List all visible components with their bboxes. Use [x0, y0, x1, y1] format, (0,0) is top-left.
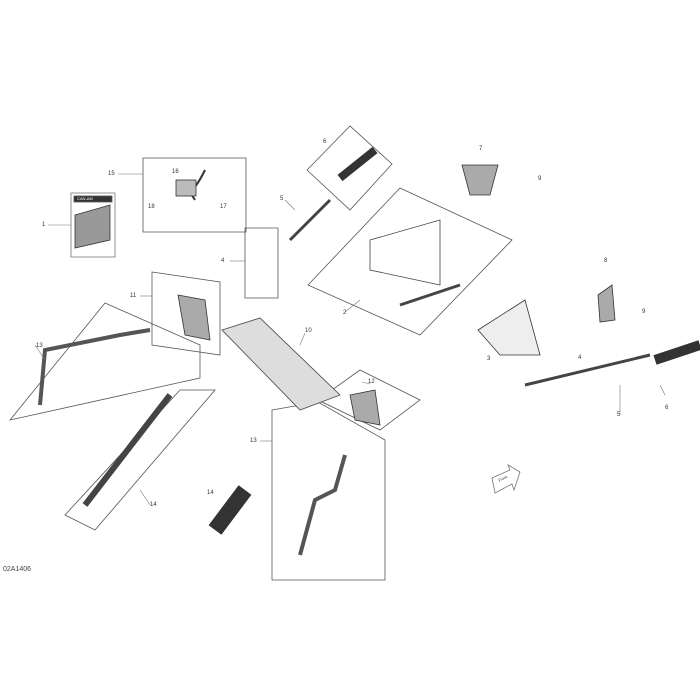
callout-17: 17: [220, 204, 227, 210]
group-frame-14-left: [64, 389, 216, 531]
pedal-3: [477, 299, 541, 356]
front-arrow: [491, 464, 521, 494]
plate: [399, 283, 461, 307]
callout-15: 15: [108, 171, 115, 177]
group-frame-15: [142, 157, 247, 233]
callout-9: 9: [538, 176, 542, 182]
handlebar-tube-10: [221, 317, 341, 411]
rod-5-top: [288, 198, 332, 242]
group-frame-11: [151, 271, 221, 356]
callout-8: 8: [604, 258, 608, 264]
diagram-code: 02A1406: [3, 566, 32, 573]
callout-13b: 13: [250, 438, 257, 444]
bracket-12: [349, 389, 381, 426]
steering-arm-13-right: [298, 454, 347, 556]
grip-6-right: [653, 340, 700, 365]
callout-10: 10: [305, 328, 312, 334]
callout-14b: 14: [207, 490, 214, 496]
steering-arm-13-left: [38, 328, 151, 406]
bracket-11: [177, 294, 211, 341]
callout-18: 18: [148, 204, 155, 210]
callout-4: 4: [221, 258, 225, 264]
callout-9b: 9: [642, 309, 646, 315]
callout-6b: 6: [665, 405, 669, 411]
group-frame-13-right: [271, 401, 386, 581]
callout-4b: 4: [578, 355, 582, 361]
callout-2: 2: [343, 310, 347, 316]
callout-5b: 5: [617, 412, 621, 418]
callout-14: 14: [150, 502, 157, 508]
callout-12: 12: [368, 379, 375, 385]
bracket-2: [369, 219, 441, 286]
callout-7: 7: [479, 146, 483, 152]
spring-6-top: [337, 146, 378, 182]
group-frame-6: [306, 125, 393, 211]
rod-5-right: [524, 353, 651, 387]
callout-13: 13: [36, 343, 43, 349]
group-frame-13-left: [8, 302, 201, 421]
callout-3: 3: [487, 356, 491, 362]
callout-5: 5: [280, 196, 284, 202]
cover-7: [461, 164, 499, 196]
group-frame-4: [244, 227, 279, 299]
callout-6: 6: [323, 139, 327, 145]
callout-11: 11: [130, 293, 137, 299]
grip-14: [208, 485, 252, 535]
manual-brand: CAN-AM: [77, 196, 93, 201]
group-frame-2: [307, 187, 513, 336]
cover-8: [597, 284, 616, 323]
shaft-14-left: [82, 393, 173, 507]
callout-1: 1: [42, 222, 46, 228]
callout-16: 16: [172, 169, 179, 175]
